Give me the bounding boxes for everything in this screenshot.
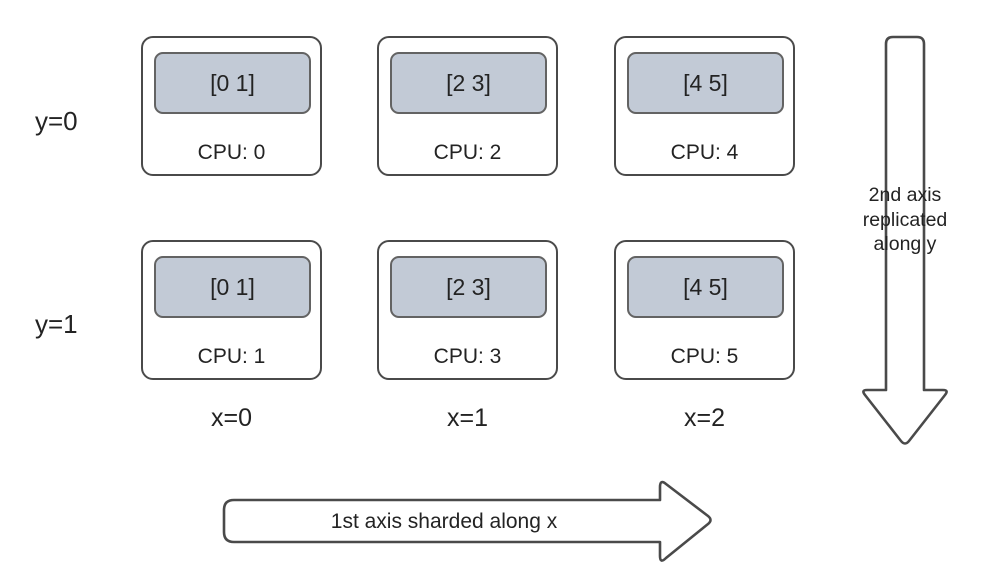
cpu-label: CPU: 2 — [433, 141, 502, 164]
shard-box: [4 5] — [627, 256, 784, 318]
device-card[interactable]: [0 1] CPU: 1 — [141, 240, 322, 380]
shard-label: [0 1] — [210, 69, 255, 96]
shard-box: [2 3] — [390, 256, 547, 318]
shard-label: [4 5] — [683, 273, 728, 300]
shard-box: [4 5] — [627, 52, 784, 114]
device-card[interactable]: [4 5] CPU: 5 — [614, 240, 795, 380]
shard-label: [0 1] — [210, 273, 255, 300]
cpu-label: CPU: 5 — [670, 345, 739, 368]
cpu-label: CPU: 0 — [197, 141, 266, 164]
horizontal-arrow-label: 1st axis sharded along x — [330, 510, 558, 533]
device-card[interactable]: [2 3] CPU: 2 — [377, 36, 558, 176]
shard-box: [2 3] — [390, 52, 547, 114]
col-label-x0: x=0 — [210, 404, 252, 432]
cpu-label: CPU: 3 — [433, 345, 502, 368]
shard-label: [4 5] — [683, 69, 728, 96]
device-card[interactable]: [2 3] CPU: 3 — [377, 240, 558, 380]
shard-label: [2 3] — [446, 273, 491, 300]
shard-box: [0 1] — [154, 256, 311, 318]
cpu-label: CPU: 1 — [197, 345, 266, 368]
col-label-x1: x=1 — [446, 404, 488, 432]
vertical-arrow-label: 2nd axis replicated along y — [862, 184, 948, 255]
cpu-label: CPU: 4 — [670, 141, 739, 164]
device-card[interactable]: [0 1] CPU: 0 — [141, 36, 322, 176]
col-label-x2: x=2 — [683, 404, 725, 432]
device-card[interactable]: [4 5] CPU: 4 — [614, 36, 795, 176]
row-label-y1: y=1 — [35, 309, 78, 339]
row-label-y0: y=0 — [35, 106, 78, 136]
shard-label: [2 3] — [446, 69, 491, 96]
shard-box: [0 1] — [154, 52, 311, 114]
